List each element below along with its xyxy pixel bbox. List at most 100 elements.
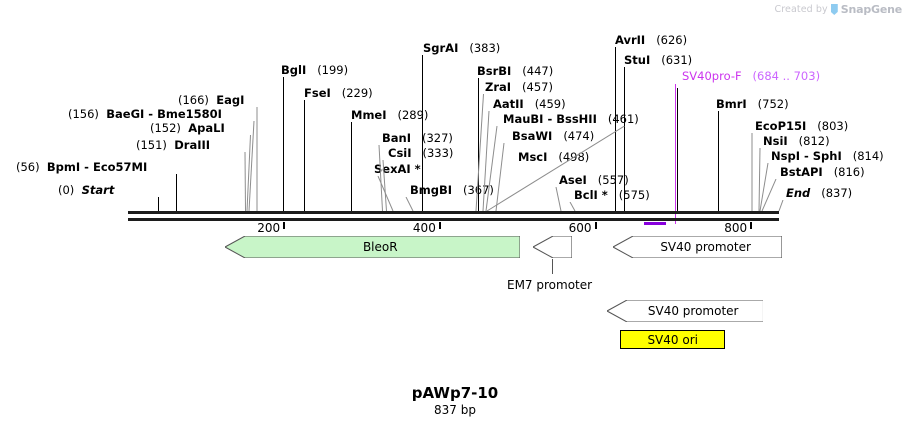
enzyme-label-fsei[interactable]: FseI (229) <box>304 86 373 100</box>
enzyme-label-bcli[interactable]: BclI * (575) <box>574 189 650 202</box>
enzyme-leader-line <box>247 121 256 212</box>
enzyme-label-stui[interactable]: StuI (631) <box>624 54 692 67</box>
enzyme-name: End <box>786 186 811 200</box>
feature-arrow-sv40prom-1[interactable]: SV40 promoter <box>613 236 783 258</box>
enzyme-position: (289) <box>397 108 429 122</box>
enzyme-name: AvrII <box>615 33 646 47</box>
enzyme-label-nsii[interactable]: NsiI (812) <box>763 134 830 148</box>
enzyme-label-maubi[interactable]: MauBI - BssHII (461) <box>503 112 639 126</box>
enzyme-name: MmeI <box>351 108 387 122</box>
ruler-tick-label: 600 <box>568 221 592 235</box>
enzyme-position: (333) <box>422 146 454 160</box>
feature-arrow-em7[interactable] <box>533 236 572 258</box>
enzyme-name: AseI <box>559 173 587 187</box>
enzyme-position: (474) <box>563 129 595 143</box>
enzyme-name: BpmI - Eco57MI <box>46 160 148 174</box>
enzyme-name: EagI <box>216 93 245 107</box>
enzyme-name: Start <box>81 183 115 197</box>
enzyme-name: SexAI * <box>374 162 421 176</box>
feature-callout-label-em7-promoter[interactable]: EM7 promoter <box>507 278 593 292</box>
enzyme-name: BstAPI <box>780 165 823 179</box>
enzyme-label-mmei[interactable]: MmeI (289) <box>351 108 429 122</box>
enzyme-position: (812) <box>798 134 830 148</box>
enzyme-leader-line <box>304 100 305 211</box>
enzyme-label-sexai[interactable]: SexAI * <box>374 162 421 176</box>
enzyme-position: (56) <box>16 160 40 174</box>
enzyme-leader-line <box>757 148 762 212</box>
enzyme-position: (803) <box>817 119 849 133</box>
enzyme-leader-line <box>624 67 625 211</box>
enzyme-label-bstapi[interactable]: BstAPI (816) <box>780 165 865 179</box>
enzyme-leader-line <box>381 160 389 212</box>
ruler-tick-label: 400 <box>412 221 436 235</box>
enzyme-leader-line <box>351 122 352 211</box>
enzyme-position: (459) <box>534 97 566 111</box>
enzyme-name: BanI <box>382 131 411 145</box>
enzyme-label-eagi[interactable]: (166) EagI <box>178 93 245 107</box>
enzyme-leader-line <box>554 187 563 212</box>
enzyme-leader-line <box>255 107 259 212</box>
enzyme-label-asei[interactable]: AseI (557) <box>559 173 629 187</box>
feature-box-sv40-ori[interactable]: SV40 ori <box>620 330 726 349</box>
enzyme-label-zrai[interactable]: ZraI (457) <box>485 81 553 94</box>
enzyme-leader-line <box>243 152 248 212</box>
enzyme-position: (814) <box>852 149 884 163</box>
enzyme-position: (461) <box>608 112 639 126</box>
enzyme-name: CsiI <box>388 146 412 160</box>
enzyme-name: SgrAI <box>423 41 459 55</box>
enzyme-label-bani[interactable]: BanI (327) <box>382 131 453 145</box>
enzyme-leader-line <box>376 176 395 212</box>
enzyme-position: (229) <box>341 86 373 100</box>
enzyme-label-bmri[interactable]: BmrI (752) <box>716 98 789 111</box>
enzyme-name: ApaLI <box>188 121 225 135</box>
primer-label-sv40pro-f[interactable]: SV40pro-F (684 .. 703) <box>682 70 820 83</box>
page-title: pAWp7-10 <box>411 384 499 402</box>
enzyme-label-csii[interactable]: CsiI (333) <box>388 146 454 160</box>
enzyme-label-ecop15i[interactable]: EcoP15I (803) <box>755 119 849 133</box>
enzyme-position: (447) <box>522 64 554 78</box>
enzyme-leader-line <box>568 202 577 212</box>
page-subtitle-length: 837 bp <box>434 403 476 417</box>
enzyme-leader-line <box>158 197 159 211</box>
ruler-tick-label: 200 <box>257 221 281 235</box>
enzyme-position: (152) <box>150 121 181 135</box>
enzyme-label-nspi[interactable]: NspI - SphI (814) <box>771 149 884 163</box>
enzyme-name: BaeGI - Bme1580I <box>106 107 222 121</box>
snapgene-watermark: Created by SnapGene <box>774 3 902 16</box>
enzyme-label-bsawi[interactable]: BsaWI (474) <box>512 129 595 143</box>
enzyme-label-sgrai[interactable]: SgrAI (383) <box>423 41 500 55</box>
enzyme-name: AatII <box>493 97 524 111</box>
enzyme-label-apali[interactable]: (152) ApaLI <box>150 121 225 135</box>
snapgene-flag-icon <box>830 4 838 15</box>
enzyme-label-bgli[interactable]: BglI (199) <box>281 63 349 77</box>
enzyme-name: BsrBI <box>477 64 512 78</box>
enzyme-label-baegi[interactable]: (156) BaeGI - Bme1580I <box>68 107 222 121</box>
enzyme-leader-line <box>677 88 678 211</box>
ruler-tick-label: 800 <box>724 221 748 235</box>
enzyme-label-bsrbi[interactable]: BsrBI (447) <box>477 64 554 78</box>
enzyme-label-start[interactable]: (0) Start <box>58 183 115 197</box>
enzyme-position: (327) <box>421 131 453 145</box>
enzyme-name: NspI - SphI <box>771 149 842 163</box>
enzyme-leader-line <box>484 126 499 212</box>
enzyme-position: (199) <box>317 63 349 77</box>
enzyme-label-bpmi[interactable]: (56) BpmI - Eco57MI <box>16 160 148 174</box>
enzyme-name: BmgBI <box>410 183 453 197</box>
enzyme-label-draiii[interactable]: (151) DraIII <box>136 139 210 152</box>
primer-span-bar <box>643 222 666 225</box>
feature-arrow-sv40prom-2[interactable]: SV40 promoter <box>606 300 764 322</box>
enzyme-label-end[interactable]: End (837) <box>786 186 852 200</box>
enzyme-leader-line <box>404 197 415 212</box>
enzyme-label-avrii[interactable]: AvrII (626) <box>615 33 688 47</box>
feature-callout-line <box>552 259 553 274</box>
enzyme-leader-line <box>615 47 616 211</box>
enzyme-name: BsaWI <box>512 129 553 143</box>
enzyme-position: (626) <box>656 33 688 47</box>
enzyme-label-aatii[interactable]: AatII (459) <box>493 97 566 111</box>
ruler-tick <box>594 222 597 229</box>
feature-arrow-bleor[interactable]: BleoR <box>224 236 520 258</box>
backbone-line-top <box>127 211 779 214</box>
feature-label: BleoR <box>362 240 398 254</box>
watermark-brand-label: SnapGene <box>840 3 902 16</box>
